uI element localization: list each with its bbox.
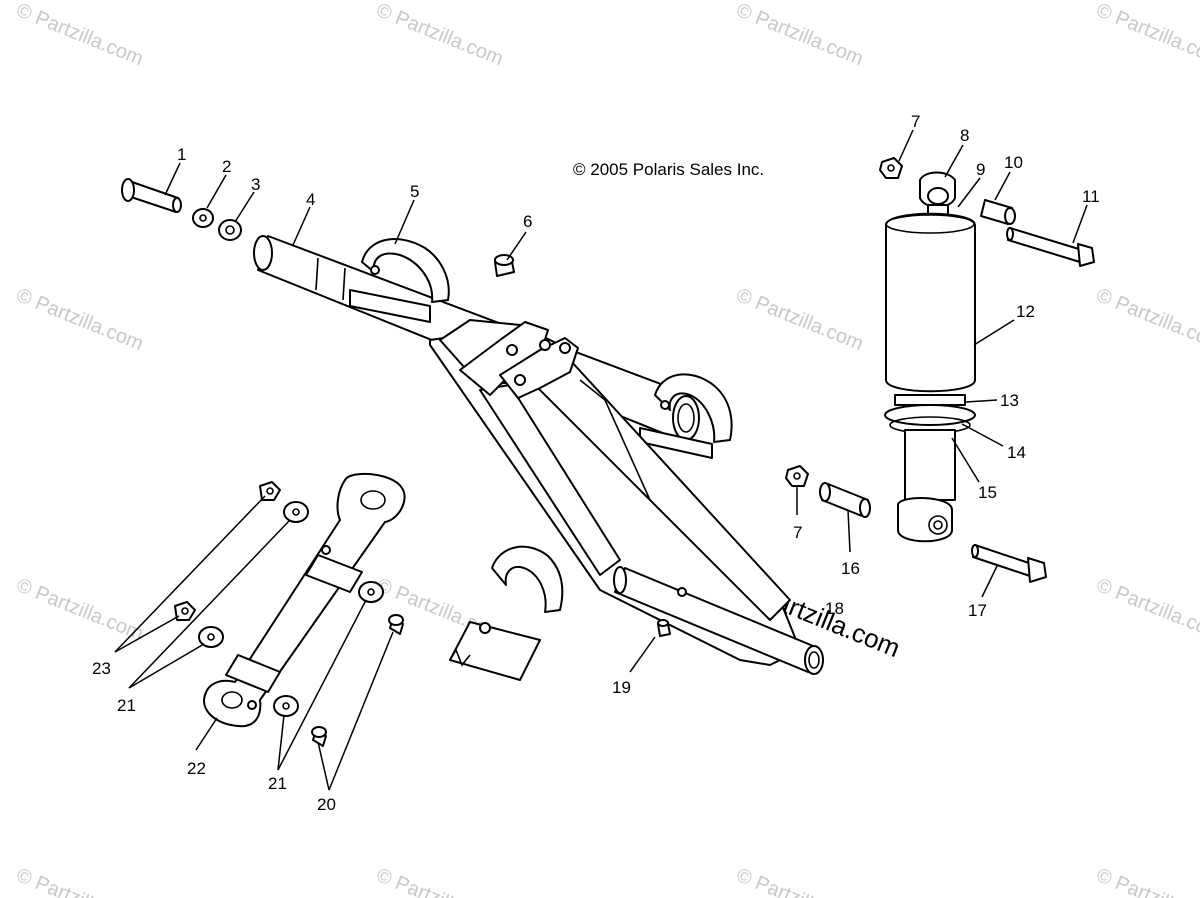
watermark: © Partzilla.com bbox=[13, 574, 146, 645]
callout-8: 8 bbox=[960, 126, 969, 145]
part-11-bolt bbox=[1006, 227, 1095, 267]
part-20-bolt bbox=[311, 726, 327, 747]
watermark: © Partzilla.com bbox=[1093, 0, 1200, 70]
part-7-nut bbox=[785, 465, 809, 487]
watermark: © Partzilla.com bbox=[13, 284, 146, 355]
callout-2: 2 bbox=[222, 157, 231, 176]
callout-22: 22 bbox=[187, 759, 206, 778]
callout-10: 10 bbox=[1004, 153, 1023, 172]
part-1-bolt bbox=[121, 178, 182, 213]
part-5-clamp-right bbox=[639, 373, 733, 459]
callout-16: 16 bbox=[841, 559, 860, 578]
callout-5: 5 bbox=[410, 182, 419, 201]
part-21-washer bbox=[358, 581, 384, 603]
watermark: © Partzilla.com bbox=[733, 284, 866, 355]
leader-lines bbox=[114, 129, 1088, 791]
watermark: © Partzilla.com bbox=[733, 864, 866, 898]
callout-11: 11 bbox=[1082, 187, 1100, 206]
watermark: © Partzilla.com bbox=[13, 0, 146, 70]
part-5-clamp bbox=[349, 238, 450, 323]
callout-3: 3 bbox=[251, 175, 260, 194]
part-21-washer bbox=[273, 695, 299, 717]
watermark: © Partzilla.com bbox=[1093, 574, 1200, 645]
lower-clamp-fragment bbox=[449, 545, 564, 681]
callout-13: 13 bbox=[1000, 391, 1019, 410]
callout-9: 9 bbox=[976, 160, 985, 179]
watermark: © Partzilla.com bbox=[1093, 284, 1200, 355]
part-20-bolt bbox=[388, 614, 404, 635]
part-21-washer bbox=[283, 501, 309, 523]
callout-1: 1 bbox=[177, 145, 186, 164]
callout-7: 7 bbox=[911, 112, 920, 131]
callout-6: 6 bbox=[523, 212, 532, 231]
swing-arm bbox=[429, 319, 801, 666]
callout-21-lower: 21 bbox=[268, 774, 287, 793]
callout-21-upper: 21 bbox=[117, 696, 136, 715]
part-12-shock bbox=[884, 171, 976, 543]
callout-12: 12 bbox=[1016, 302, 1035, 321]
part-22-link bbox=[203, 472, 406, 728]
watermark: © Partzilla.com bbox=[373, 0, 506, 70]
callout-23: 23 bbox=[92, 659, 111, 678]
callout-19: 19 bbox=[612, 678, 631, 697]
callout-14: 14 bbox=[1007, 443, 1026, 462]
part-6-screw bbox=[494, 254, 515, 277]
callouts: 1 2 3 4 5 6 7 8 9 10 11 12 13 14 15 7 16… bbox=[92, 112, 1100, 814]
part-2-washer bbox=[192, 208, 214, 228]
part-3-washer bbox=[218, 219, 242, 241]
callout-17: 17 bbox=[968, 601, 987, 620]
part-17-bolt bbox=[971, 544, 1047, 583]
callout-4: 4 bbox=[306, 190, 315, 209]
callout-20: 20 bbox=[317, 795, 336, 814]
part-21-washer bbox=[198, 626, 224, 648]
watermark: © Partzilla.com bbox=[1093, 864, 1200, 898]
callout-18: 18 bbox=[825, 599, 844, 618]
watermark: © Partzilla.com bbox=[13, 864, 146, 898]
part-10-bushing bbox=[980, 199, 1016, 225]
part-19-screw bbox=[657, 619, 671, 637]
part-18-lower-shaft bbox=[613, 566, 824, 675]
copyright-text: © 2005 Polaris Sales Inc. bbox=[573, 160, 764, 179]
part-23-nut-top bbox=[259, 481, 281, 501]
callout-7-lower: 7 bbox=[793, 523, 802, 542]
callout-15: 15 bbox=[978, 483, 997, 502]
part-16-bushing bbox=[819, 482, 871, 518]
part-7-nut bbox=[879, 157, 903, 179]
watermark: © Partzilla.com bbox=[373, 864, 506, 898]
watermark: © Partzilla.com bbox=[733, 0, 866, 70]
